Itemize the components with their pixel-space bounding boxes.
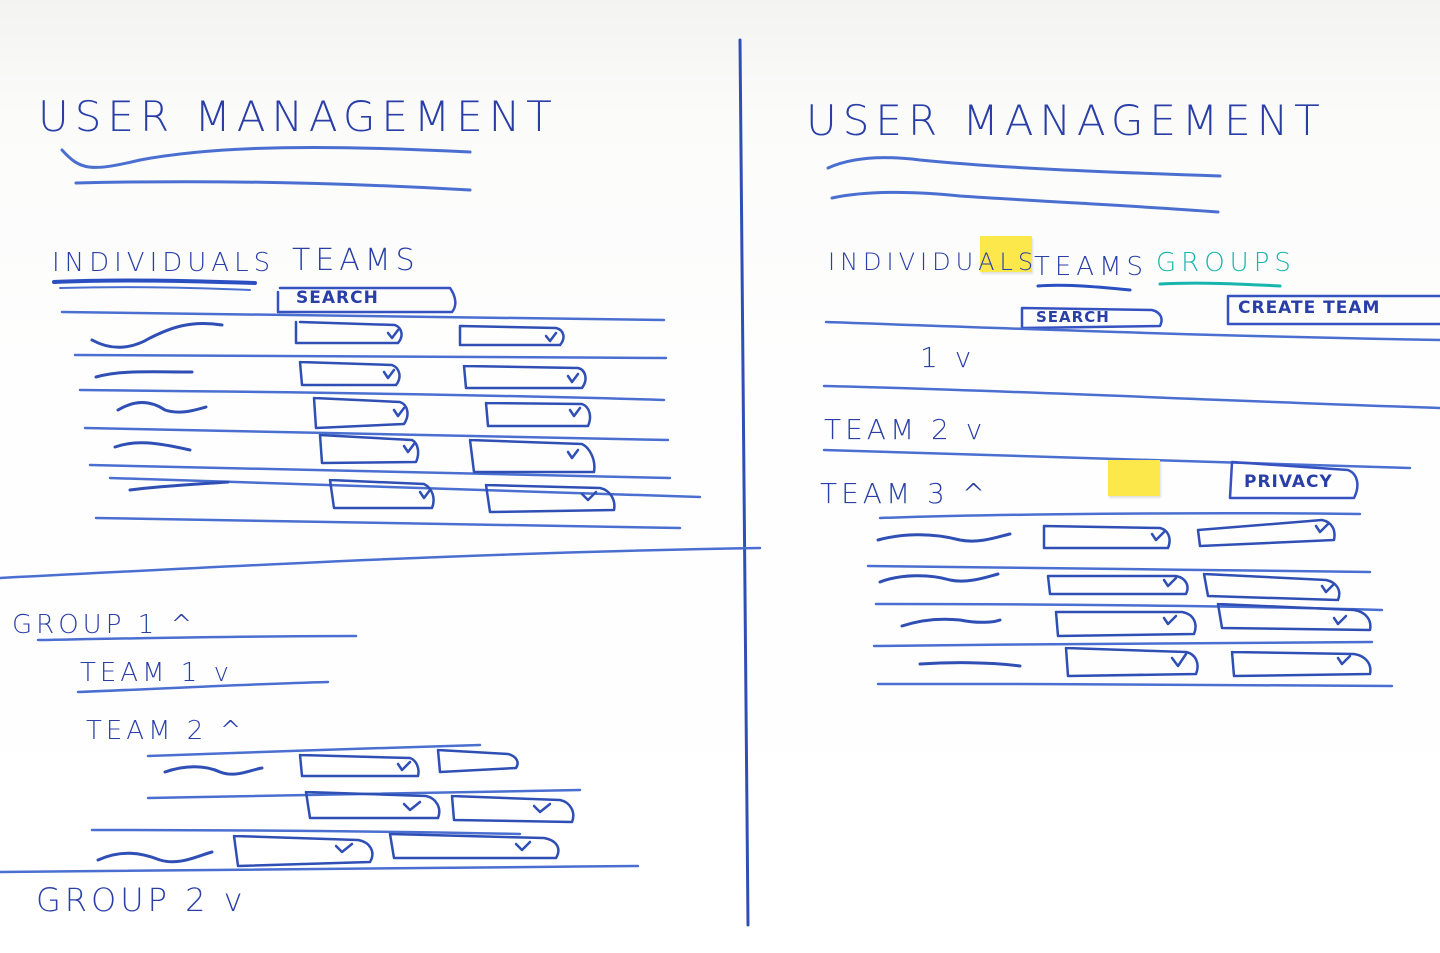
left-search-box xyxy=(276,286,457,314)
vertical-divider xyxy=(738,38,750,927)
left-individuals-underline-2 xyxy=(59,286,251,291)
left-dropdowns-col2 xyxy=(458,324,616,514)
right-create-team-box xyxy=(1226,294,1440,326)
left-bottom-dropdowns xyxy=(232,748,575,868)
right-team1-label[interactable]: 1 v xyxy=(920,341,976,374)
right-tab-teams[interactable]: TEAMS xyxy=(1034,252,1149,282)
sticky-note-1 xyxy=(980,236,1032,272)
sticky-note-2 xyxy=(1108,460,1160,496)
right-dropdowns xyxy=(1042,518,1372,678)
right-privacy-box xyxy=(1228,460,1359,500)
left-page-title: USER MANAGEMENT xyxy=(38,92,558,141)
left-search-label[interactable]: SEARCH xyxy=(296,288,379,308)
right-create-team-label[interactable]: CREATE TEAM xyxy=(1238,298,1381,318)
right-search-label[interactable]: SEARCH xyxy=(1036,308,1110,326)
right-privacy-label[interactable]: PRIVACY xyxy=(1244,472,1333,492)
left-team2-label[interactable]: TEAM 2 ^ xyxy=(86,716,246,746)
horizontal-divider xyxy=(0,546,762,580)
right-tab-groups[interactable]: GROUPS xyxy=(1156,248,1296,278)
left-tab-teams[interactable]: TEAMS xyxy=(292,243,420,278)
left-group2-label[interactable]: GROUP 2 v xyxy=(36,881,247,919)
left-team1-label[interactable]: TEAM 1 v xyxy=(80,658,233,688)
right-search-box xyxy=(1020,306,1163,330)
right-team2-label[interactable]: TEAM 2 v xyxy=(824,413,987,446)
left-dropdowns-col1 xyxy=(294,320,435,510)
left-individuals-underline xyxy=(52,278,257,285)
right-page-title: USER MANAGEMENT xyxy=(806,96,1326,145)
right-tab-individuals[interactable]: INDIVIDUALS xyxy=(828,248,1039,276)
left-group1-label[interactable]: GROUP 1 ^ xyxy=(12,610,197,640)
left-title-squiggle-2 xyxy=(74,180,472,192)
left-tab-individuals[interactable]: INDIVIDUALS xyxy=(52,248,276,278)
left-title-squiggle-1 xyxy=(60,145,472,169)
right-team3-label[interactable]: TEAM 3 ^ xyxy=(820,477,990,510)
